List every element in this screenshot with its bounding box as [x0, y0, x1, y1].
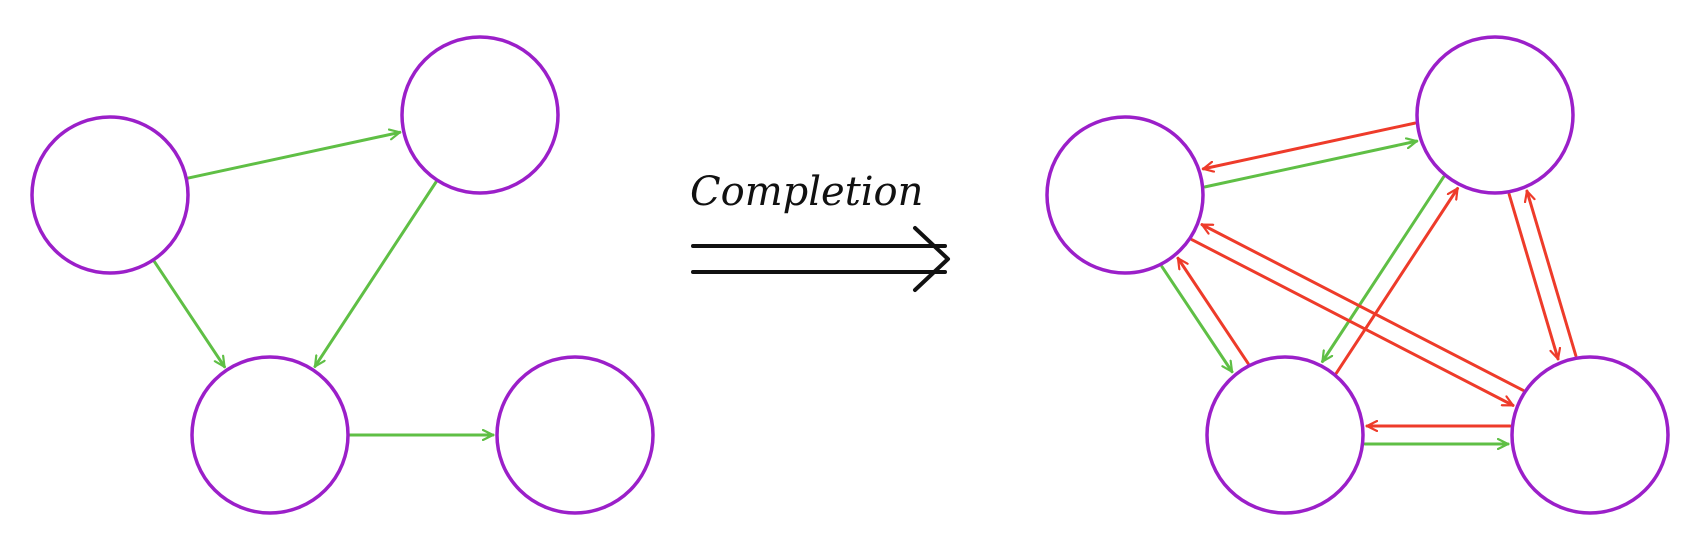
- node-layer: [1045, 35, 1670, 515]
- edge-original-A-to-C: [152, 260, 227, 367]
- edge-layer: [152, 132, 495, 435]
- edge-original-A-to-B: [186, 132, 400, 180]
- edge-added-C-to-B: [1334, 188, 1460, 375]
- right-graph: [1045, 35, 1670, 515]
- node-C: [190, 355, 350, 515]
- left-graph: [30, 35, 655, 515]
- edge-added-B-to-A: [1203, 121, 1417, 169]
- node-B: [1415, 35, 1575, 195]
- edge-added-D-to-A: [1202, 223, 1525, 392]
- node-A: [1045, 115, 1205, 275]
- node-C: [1205, 355, 1365, 515]
- edge-original-A-to-B: [1203, 141, 1417, 189]
- edge-original-B-to-C: [313, 180, 438, 367]
- edge-original-A-to-C: [1160, 265, 1234, 372]
- node-D: [495, 355, 655, 515]
- completion-label: Completion: [690, 169, 923, 215]
- node-B: [400, 35, 560, 195]
- node-layer: [30, 35, 655, 515]
- edge-added-D-to-B: [1527, 191, 1578, 358]
- edge-added-A-to-D: [1190, 238, 1513, 407]
- node-D: [1510, 355, 1670, 515]
- edge-added-C-to-A: [1176, 258, 1250, 365]
- edge-layer: [1160, 121, 1578, 444]
- edge-original-B-to-C: [1320, 175, 1446, 362]
- node-A: [30, 115, 190, 275]
- completion-transition: Completion: [690, 169, 950, 292]
- edge-added-B-to-D: [1507, 192, 1558, 359]
- double-arrow-icon: [691, 226, 950, 292]
